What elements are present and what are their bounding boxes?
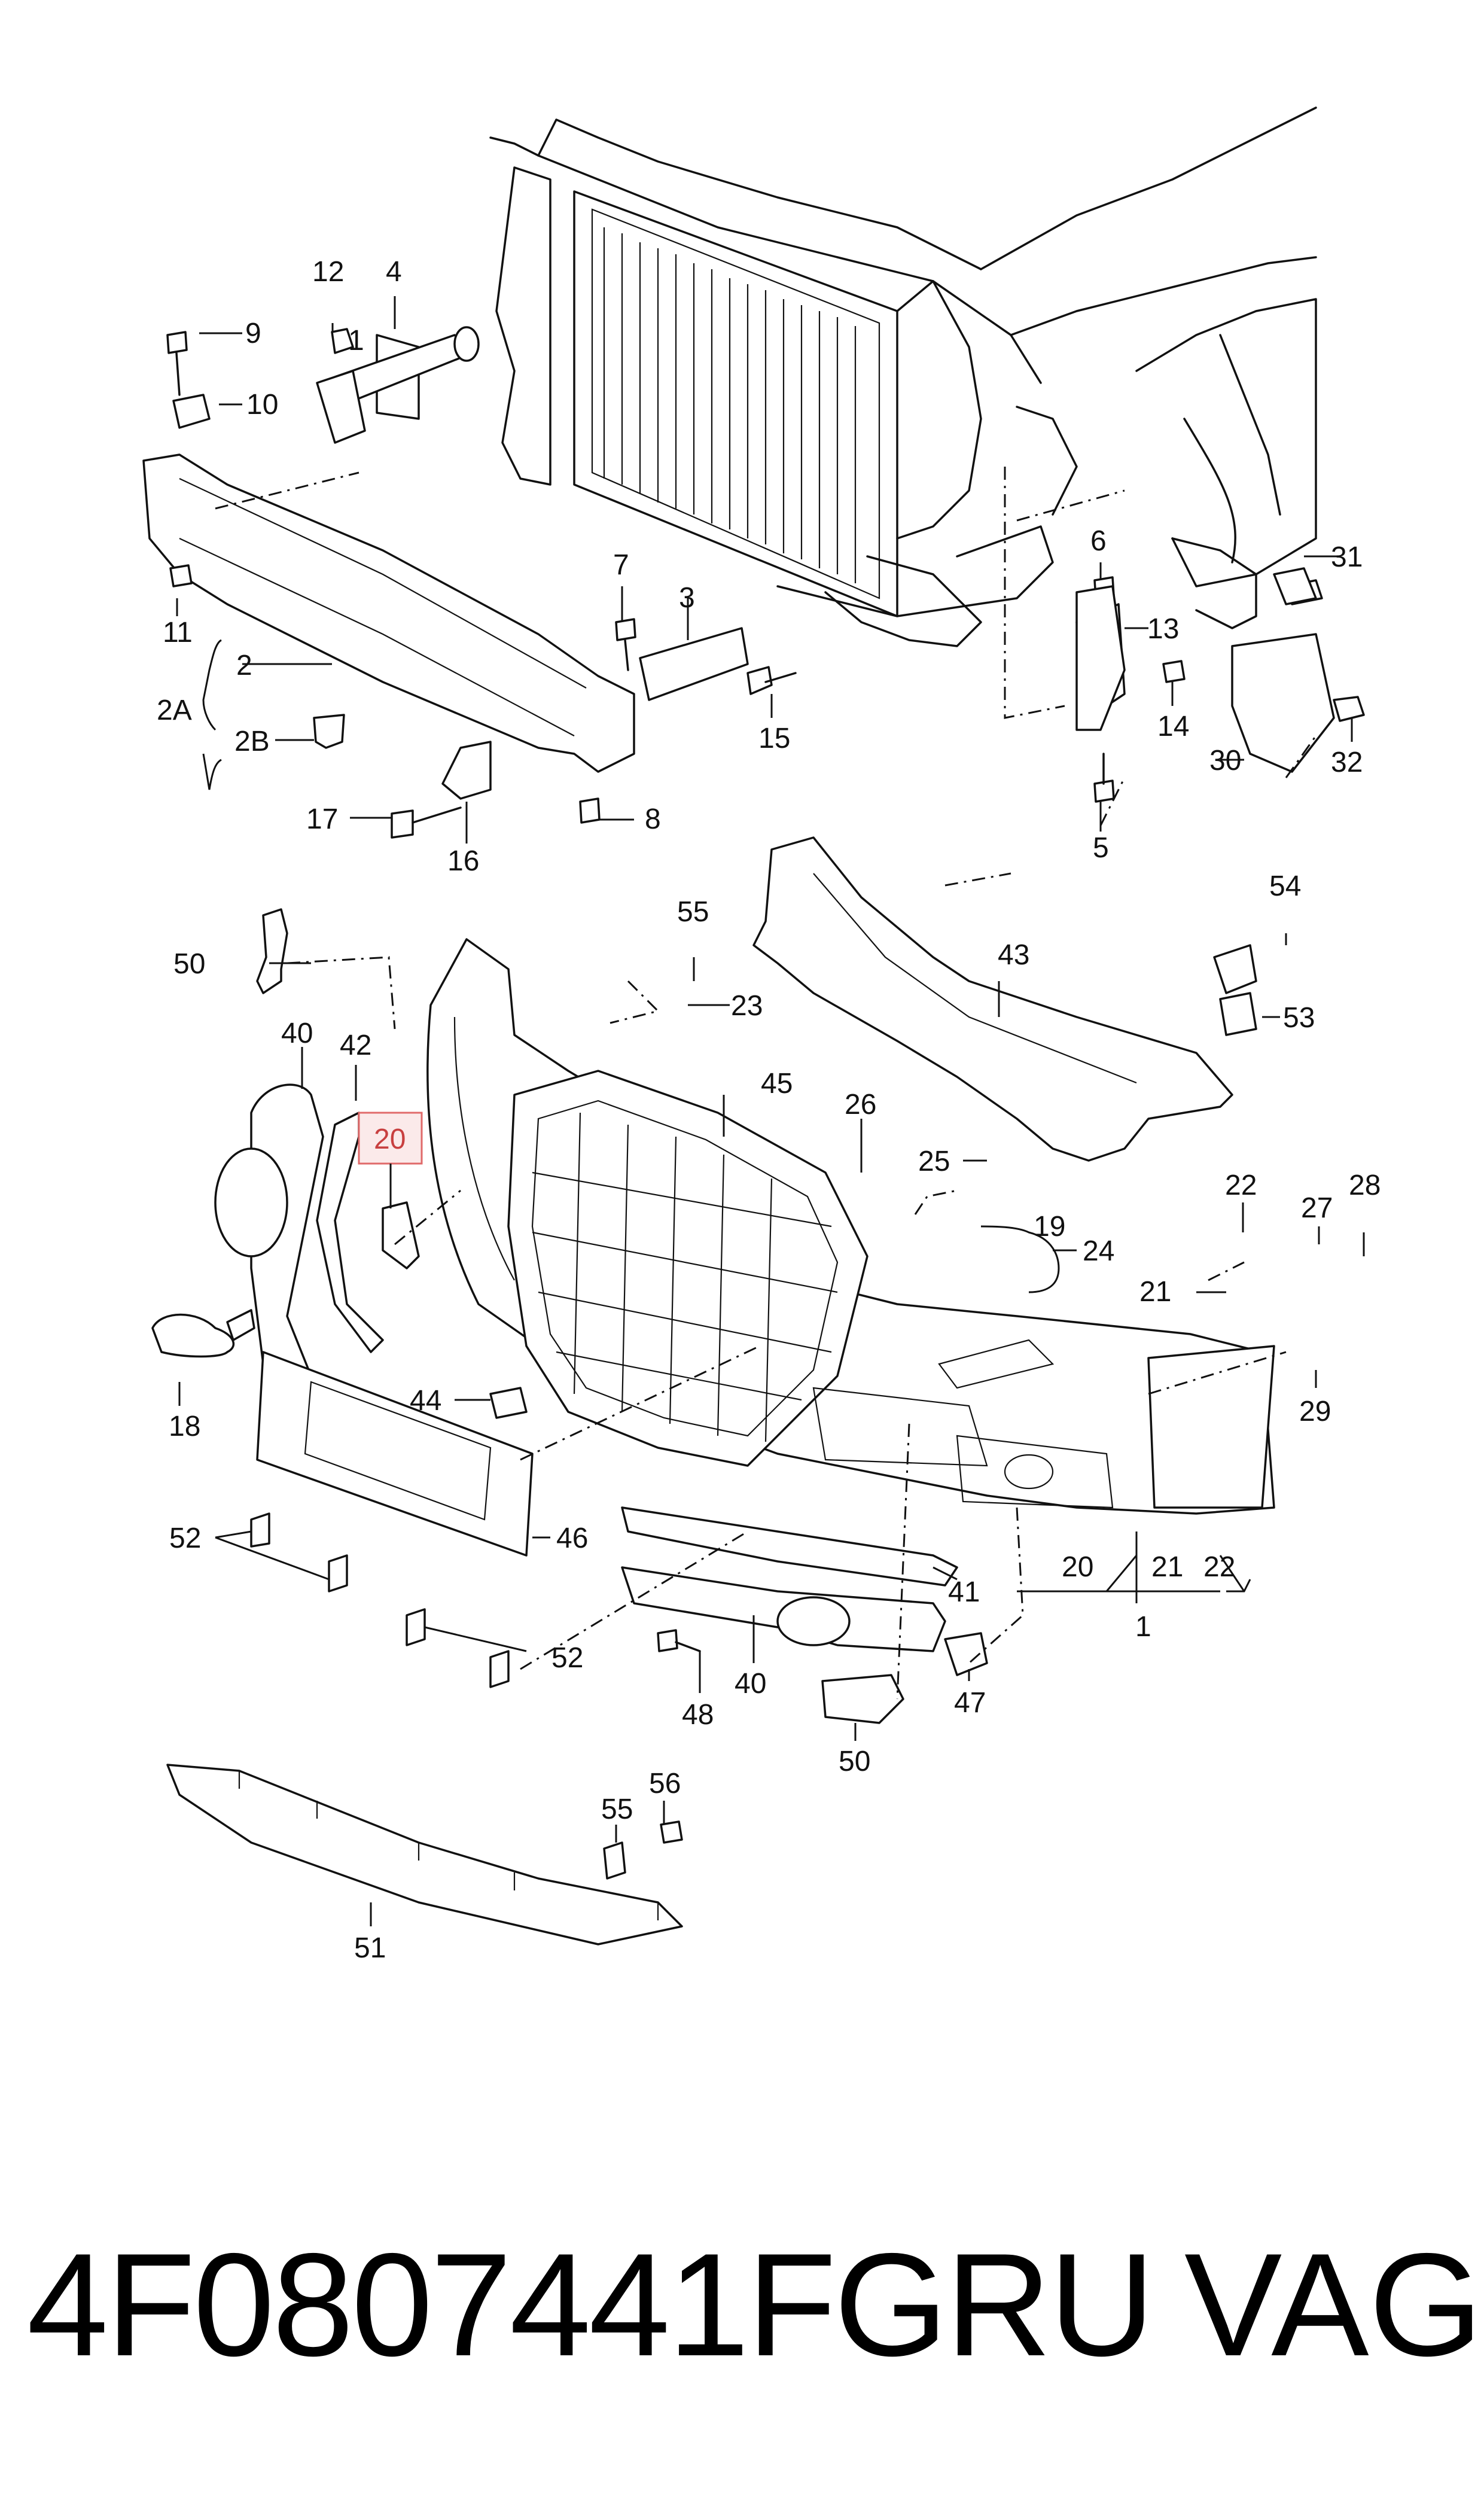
highlighted-callout-20: 20 [358, 1112, 423, 1208]
callout-23: 23 [731, 990, 763, 1022]
callout-52: 52 [169, 1523, 201, 1554]
footer: 4F0807441FGRU VAG [0, 2184, 1484, 2423]
callout-30: 30 [1209, 745, 1241, 777]
callout-20: 20 [1062, 1551, 1093, 1583]
parts-exploded-diagram: 12 4 9 1 10 11 2 2A 2B 17 16 8 7 3 15 6 … [142, 106, 1381, 1964]
callout-42: 42 [340, 1030, 371, 1061]
callout-6: 6 [1090, 525, 1107, 557]
callout-19: 19 [1034, 1211, 1065, 1243]
callout-43: 43 [998, 939, 1029, 971]
callout-25: 25 [918, 1146, 950, 1177]
callout-16: 16 [447, 845, 479, 877]
right-bracket-parts [1075, 567, 1317, 1036]
callout-50: 50 [173, 948, 205, 980]
callout-15: 15 [758, 723, 790, 754]
bumper-cover-1 [426, 938, 1275, 1515]
callout-1b: 1 [1135, 1611, 1151, 1643]
brand-name: VAG [1184, 2222, 1483, 2386]
callout-21b: 21 [1151, 1551, 1183, 1583]
callout-44: 44 [410, 1385, 441, 1417]
callout-9: 9 [245, 318, 261, 349]
callout-3: 3 [679, 582, 695, 614]
lower-small-parts [166, 1512, 904, 1945]
callout-2A: 2A [157, 695, 192, 726]
highlighted-callout-label: 20 [374, 1123, 406, 1155]
callout-22: 22 [1225, 1170, 1257, 1201]
callout-56: 56 [649, 1768, 681, 1800]
callout-17: 17 [306, 803, 338, 835]
callout-50b: 50 [839, 1746, 870, 1777]
callout-28: 28 [1349, 1170, 1381, 1201]
callouts: 12 4 9 1 10 11 2 2A 2B 17 16 8 7 3 15 6 … [157, 256, 1381, 1964]
assembly-dash-lines [215, 467, 1317, 1700]
callout-2B: 2B [234, 726, 270, 757]
callout-46: 46 [556, 1523, 588, 1554]
callout-55: 55 [677, 896, 709, 928]
callout-7: 7 [613, 549, 629, 581]
callout-5: 5 [1093, 832, 1109, 864]
callout-13: 13 [1147, 613, 1179, 645]
left-side-parts [151, 908, 420, 1401]
callout-55b: 55 [601, 1794, 633, 1825]
callout-48: 48 [682, 1699, 714, 1731]
callout-47: 47 [954, 1687, 986, 1719]
callout-52b: 52 [551, 1642, 583, 1674]
car-front-structure [489, 106, 1317, 647]
deformation-element-4 [316, 326, 480, 444]
lower-grilles-40-41 [621, 1506, 988, 1676]
callout-54: 54 [1269, 870, 1301, 902]
leader-lines [176, 296, 1365, 1926]
callout-22b: 22 [1203, 1551, 1235, 1583]
callout-27: 27 [1301, 1192, 1333, 1224]
part-number: 4F0807441FGRU [27, 2222, 1155, 2386]
callout-45: 45 [761, 1068, 793, 1100]
callout-40b: 40 [735, 1668, 766, 1700]
callout-32: 32 [1331, 747, 1363, 778]
callout-14: 14 [1157, 711, 1189, 742]
bumper-reinforcement-2 [142, 453, 635, 773]
callout-12: 12 [312, 256, 344, 288]
callout-51: 51 [354, 1932, 386, 1964]
upper-guide-43 [752, 836, 1233, 1162]
callout-18: 18 [169, 1411, 200, 1442]
callout-31: 31 [1331, 541, 1363, 573]
callout-26: 26 [845, 1089, 876, 1121]
callout-11: 11 [163, 617, 193, 648]
callout-1: 1 [348, 325, 364, 357]
callout-40: 40 [281, 1018, 313, 1049]
callout-53: 53 [1283, 1002, 1315, 1034]
callout-2: 2 [236, 650, 252, 681]
callout-10: 10 [246, 389, 278, 421]
callout-21: 21 [1139, 1276, 1171, 1308]
license-plate-mount-46 [256, 1351, 534, 1557]
callout-41: 41 [948, 1576, 980, 1608]
callout-8: 8 [645, 803, 661, 835]
callout-4: 4 [386, 256, 402, 288]
callout-29: 29 [1299, 1396, 1331, 1427]
callout-24: 24 [1083, 1235, 1114, 1267]
